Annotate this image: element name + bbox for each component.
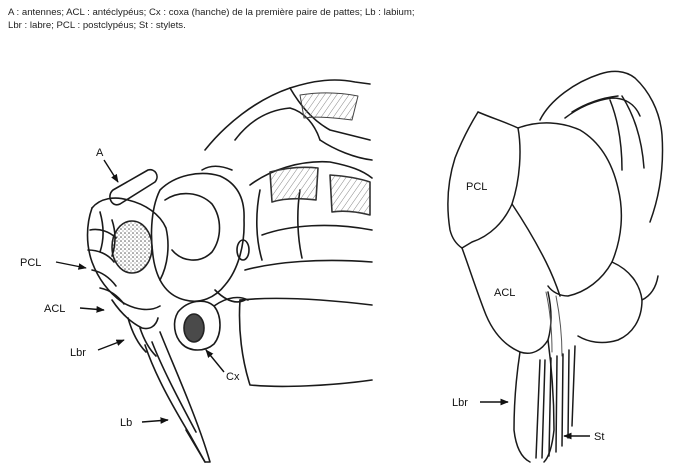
- arrow-Lbr-left: [98, 340, 124, 350]
- label-PCL-left: PCL: [20, 257, 41, 269]
- label-PCL-right: PCL: [466, 181, 487, 193]
- arrow-Lb: [142, 420, 168, 422]
- label-ACL-left: ACL: [44, 303, 65, 315]
- label-A: A: [96, 147, 104, 159]
- label-ACL-right: ACL: [494, 287, 515, 299]
- arrow-PCL-left: [56, 262, 86, 268]
- left-head-drawing: [88, 80, 373, 462]
- label-Lb: Lb: [120, 417, 132, 429]
- label-Cx: Cx: [226, 371, 240, 383]
- right-head-drawing: [448, 71, 663, 462]
- label-Lbr-left: Lbr: [70, 347, 86, 359]
- arrow-Cx: [206, 350, 224, 372]
- arrow-ACL-left: [80, 308, 104, 310]
- label-St: St: [594, 431, 604, 443]
- label-Lbr-right: Lbr: [452, 397, 468, 409]
- arrow-A: [104, 160, 118, 182]
